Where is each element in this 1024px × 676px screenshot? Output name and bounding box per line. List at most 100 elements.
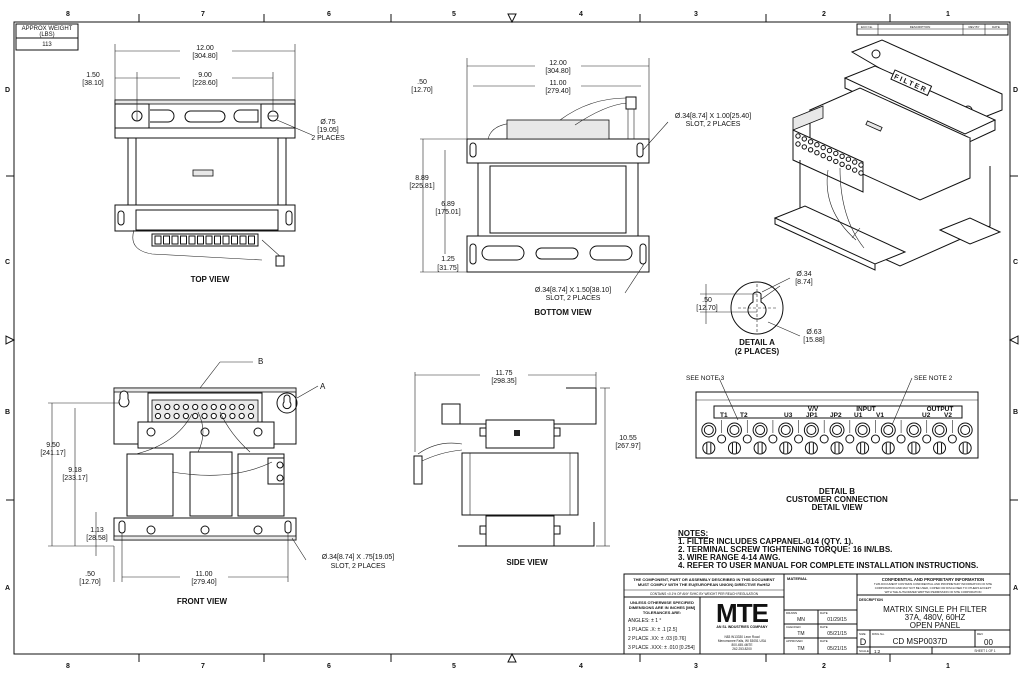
terminal-screw	[210, 403, 217, 411]
zone-col-2-bottom: 2	[822, 663, 826, 670]
bottom-slot-bottom-size: Ø.34[8.74] X 1.50[38.10]	[535, 287, 611, 294]
isometric-view: FILTER Ø.34 [8.74]	[759, 39, 1003, 301]
terminal-screw	[858, 162, 864, 168]
jumper-hole	[819, 434, 829, 444]
terminal-label-t2: T2	[740, 412, 748, 419]
bottom-view: BOTTOM VIEW 12.00 [304.80] 11.00 [279.40…	[409, 58, 751, 317]
top-hole-dia: Ø.75	[320, 119, 335, 126]
description-line-3: OPEN PANEL	[910, 621, 961, 630]
size-label: SIZE	[859, 632, 866, 636]
terminal-label-jp1: JP1	[806, 412, 818, 419]
terminal-screw	[801, 144, 807, 150]
phone-line-2: 262.253.8200	[732, 647, 752, 651]
front-label-b: B	[258, 357, 263, 366]
terminal-screw	[933, 441, 947, 455]
front-dim-offset-mm: [12.70]	[79, 579, 100, 586]
zone-col-5: 5	[452, 11, 456, 18]
zone-row-b: B	[5, 409, 10, 416]
front-dim-slots-mm: [279.40]	[191, 579, 216, 586]
bottom-dim-offset-in: .50	[417, 79, 427, 86]
terminal-screw	[173, 412, 180, 420]
zone-row-d: D	[5, 87, 10, 94]
terminal-label-t1: T1	[720, 412, 728, 419]
top-dim-holes-mm: [228.60]	[192, 80, 217, 87]
rev-label: REV	[977, 632, 983, 636]
bottom-dim-slots-in: 11.00	[550, 80, 567, 87]
notes-block: NOTES: 1. FILTER INCLUDES CAPPANEL-014 (…	[678, 529, 978, 570]
terminal-clamp-inner	[832, 425, 842, 435]
tolerance-2-place: 2 PLACE .XX: ± .03 [0.76]	[628, 636, 686, 642]
side-view-title: SIDE VIEW	[506, 558, 548, 567]
terminal-screw	[182, 403, 189, 411]
tolerance-1-place: 1 PLACE .X: ± .1 [2.5]	[628, 627, 677, 633]
confidential-title: CONFIDENTIAL AND PROPRIETARY INFORMATION	[882, 577, 984, 582]
terminal-screw	[858, 170, 864, 176]
zone-row-d-right: D	[1013, 87, 1018, 94]
jumper-hole	[870, 434, 880, 444]
bottom-dim-height-inner-in: 6.89	[441, 201, 455, 208]
front-slot-size: Ø.34[8.74] X .75[19.05]	[322, 554, 394, 561]
terminal-screw	[820, 144, 826, 151]
rohs-line-2: MUST COMPLY WITH THE EU(EUROPEAN UNION) …	[638, 582, 771, 587]
approved-date: 05/21/15	[827, 646, 847, 652]
terminal-block	[205, 235, 213, 245]
weight-label: APPROX WEIGHT	[22, 26, 73, 32]
front-view-terminal-strip	[151, 399, 259, 425]
front-view-title: FRONT VIEW	[177, 597, 228, 606]
jumper-hole	[717, 434, 727, 444]
detail-a-spacing-in: .50	[702, 297, 712, 304]
top-view-title: TOP VIEW	[191, 275, 230, 284]
top-dim-holes-in: 9.00	[198, 72, 212, 79]
front-slot-qty: SLOT, 2 PLACES	[331, 563, 386, 570]
terminal-screw	[839, 161, 845, 168]
detail-b: SEE NOTE 3 SEE NOTE 2 V/V INPUT OUTPUT T…	[686, 375, 979, 512]
terminal-screw	[833, 150, 839, 157]
tolerance-angles: ANGLES: ± 1 °	[628, 618, 661, 624]
zone-columns-top: 8 7 6 5 4 3 2 1	[66, 11, 950, 18]
front-view: FRONT VIEW B A 9.50 [241.17] 9.18 [233.1…	[40, 357, 394, 606]
terminal-screw	[820, 152, 826, 159]
terminal-block	[214, 235, 221, 245]
terminal-screw	[845, 164, 852, 170]
terminal-clamp-inner	[883, 425, 894, 435]
top-dim-overall-mm: [304.80]	[192, 53, 217, 60]
detail-b-subtitle: CUSTOMER CONNECTION	[786, 495, 888, 504]
rev-col-revby: REV BY	[968, 25, 979, 29]
zone-col-4: 4	[579, 11, 583, 18]
terminal-screw	[881, 441, 895, 455]
notes-heading: NOTES:	[678, 529, 708, 538]
iso-callout-mm: [8.74]	[795, 279, 813, 286]
revision: 00	[984, 638, 993, 647]
sheet-size: D	[860, 637, 867, 647]
terminal-label-u2: U2	[922, 412, 931, 419]
side-dim-width-mm: [298.35]	[491, 378, 516, 385]
bottom-slot-top-qty: SLOT, 2 PLACES	[686, 121, 741, 128]
terminal-screw	[779, 441, 793, 455]
drawn-by: MN	[797, 617, 805, 623]
zone-row-c-right: C	[1013, 259, 1018, 266]
weight-unit: (LBS)	[39, 32, 54, 38]
terminal-screw	[814, 142, 820, 148]
terminal-screw	[833, 158, 839, 165]
terminal-label-u1: U1	[854, 412, 863, 419]
rev-col-date: DATE	[992, 25, 1000, 29]
terminal-screw	[807, 147, 814, 153]
terminal-screw	[839, 153, 845, 160]
tolerance-line-2: DIMENSIONS ARE IN INCHES [MM]	[629, 605, 696, 610]
group-label-vv: V/V	[808, 406, 819, 413]
front-dim-base-in: 1.13	[90, 527, 104, 534]
terminal-screw	[238, 403, 245, 411]
terminal-screw	[852, 159, 858, 165]
zone-col-3: 3	[694, 11, 698, 18]
reach-line: CONTAINS <0.1% OF ANY SVHC BY WEIGHT PER…	[650, 592, 759, 596]
zone-ticks	[6, 14, 1018, 662]
zone-col-1-bottom: 1	[946, 663, 950, 670]
terminal-block	[188, 235, 196, 245]
terminal-screw	[907, 441, 921, 455]
terminal-screw	[201, 412, 208, 420]
terminal-screw	[958, 441, 972, 455]
confidential-line-1: THIS DOCUMENT CONTAINS CONFIDENTIAL AND …	[874, 582, 992, 586]
material-label: MATERIAL	[787, 576, 808, 581]
terminal-clamp-inner	[729, 425, 740, 435]
center-mark-top-icon	[507, 13, 517, 24]
